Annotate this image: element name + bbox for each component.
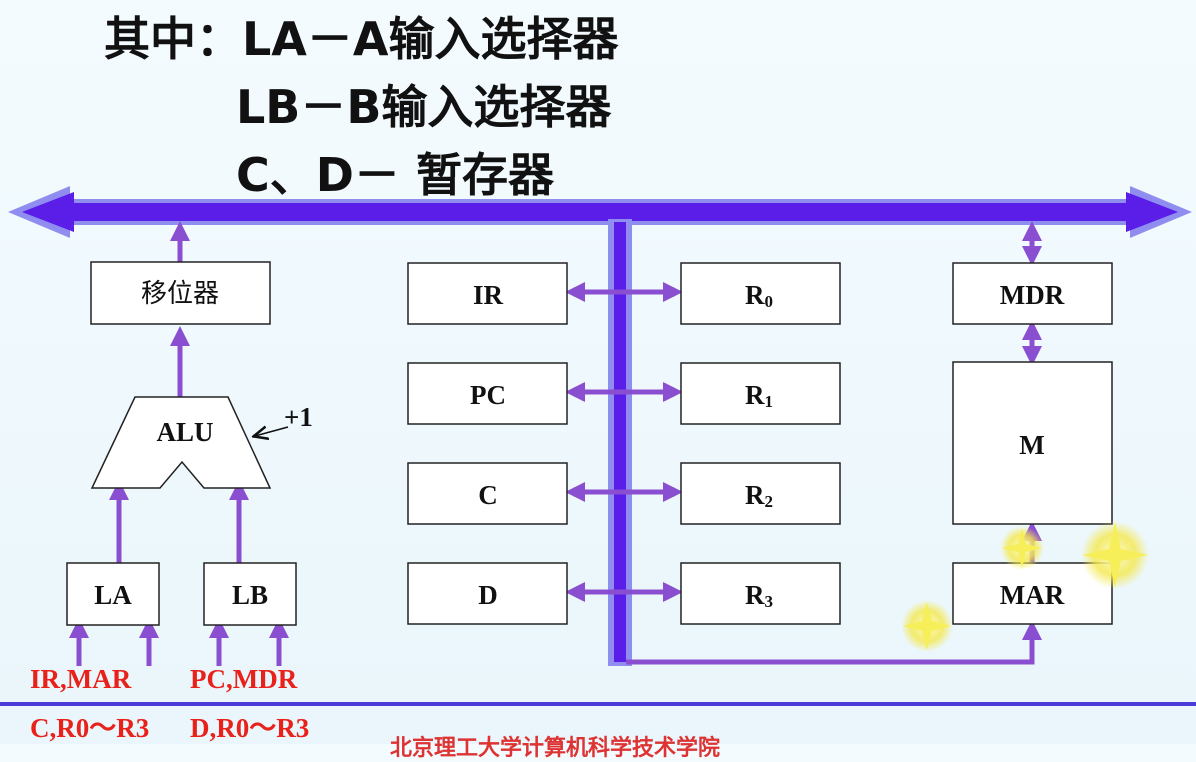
la-box — [66, 562, 160, 626]
pc-label: PC — [470, 380, 506, 410]
r2-box — [680, 462, 841, 525]
alu-label: ALU — [156, 417, 213, 447]
mdr-box — [952, 262, 1113, 325]
la-label: LA — [94, 580, 132, 610]
d-box — [407, 562, 568, 625]
memory-label: M — [1019, 430, 1044, 460]
r1-box — [680, 362, 841, 425]
main-bus — [8, 186, 1192, 238]
mar-box — [952, 562, 1113, 625]
d-label: D — [478, 580, 498, 610]
increment-label: +1 — [284, 402, 313, 432]
footer-caption: 北京理工大学计算机科学技术学院 — [390, 736, 721, 761]
increment-arrow — [255, 427, 289, 436]
title-line-1: 其中：LA－A输入选择器 — [104, 12, 619, 66]
r0-box — [680, 262, 841, 325]
vertical-bus — [608, 219, 632, 666]
r0-label: R0 — [745, 280, 773, 311]
title-line-2: LB－B输入选择器 — [236, 80, 612, 134]
c-label: C — [478, 480, 498, 510]
cpu-datapath-diagram: ALU +1 移位器 LA LB IR PC C D R0 R1 R2 R3 M… — [0, 186, 1196, 706]
r1-label: R1 — [745, 380, 773, 411]
lb-source-line-1: PC,MDR — [190, 664, 298, 694]
la-source-line-2: C,R0～R3 — [30, 713, 150, 743]
title-line-3: C、D－ 暂存器 — [236, 148, 554, 202]
lb-label: LB — [232, 580, 268, 610]
shifter-label: 移位器 — [141, 279, 219, 309]
c-box — [407, 462, 568, 525]
lb-source-line-2: D,R0～R3 — [190, 713, 310, 743]
alu-block — [90, 396, 272, 489]
footer-divider — [0, 702, 1196, 706]
r2-label: R2 — [745, 480, 773, 511]
memory-box — [952, 361, 1113, 525]
r3-box — [680, 562, 841, 625]
r3-label: R3 — [745, 580, 773, 611]
shifter-box — [90, 261, 271, 325]
la-source-line-1: IR,MAR — [30, 664, 132, 694]
pc-box — [407, 362, 568, 425]
connections — [69, 220, 1042, 666]
ir-label: IR — [473, 280, 504, 310]
ir-box — [407, 262, 568, 325]
lb-box — [203, 562, 297, 626]
sparkle-decoration — [901, 521, 1149, 652]
mar-label: MAR — [1000, 580, 1065, 610]
mdr-label: MDR — [1000, 280, 1065, 310]
bus-to-mar-arrow — [626, 619, 1042, 665]
